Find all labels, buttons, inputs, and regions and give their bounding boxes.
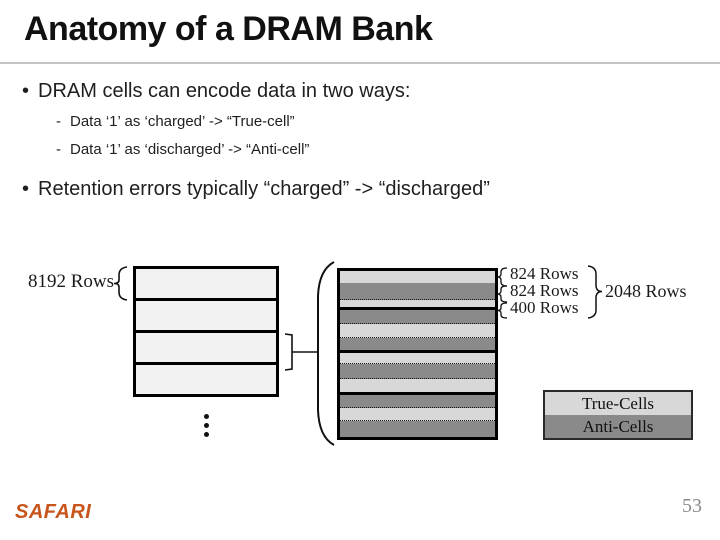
true-cell-stripe: [340, 300, 495, 310]
subbullet-text: Data ‘1’ as ‘charged’ -> “True-cell”: [70, 113, 295, 130]
anti-cell-stripe: [340, 364, 495, 379]
true-cell-stripe: [340, 353, 495, 364]
brace-8192-rows: [113, 266, 128, 301]
slide-page-number: 53: [682, 495, 702, 517]
group-rowcount-label: 2048 Rows: [605, 281, 687, 301]
bracket-row3: [284, 333, 293, 371]
segment-row-labels: 824 Rows 824 Rows 400 Rows: [510, 265, 578, 316]
page-title: Anatomy of a DRAM Bank: [24, 10, 433, 48]
left-bank-rowcount-label: 8192 Rows: [28, 271, 115, 292]
title-divider: [0, 62, 720, 64]
brace-seg2: [496, 285, 508, 303]
bullet-text: Retention errors typically “charged” -> …: [38, 178, 490, 200]
segment-label-400: 400 Rows: [510, 298, 579, 317]
true-cell-stripe: [340, 324, 495, 338]
subbullet-text: Data ‘1’ as ‘discharged’ -> “Anti-cell”: [70, 141, 310, 158]
subbullet-true-cell: - Data ‘1’ as ‘charged’ -> “True-cell”: [56, 112, 656, 132]
true-cell-stripe: [340, 379, 495, 395]
bullet-marker: •: [22, 80, 30, 102]
vertical-ellipsis: [204, 414, 209, 437]
bullet-encode-ways: • DRAM cells can encode data in two ways…: [22, 79, 682, 104]
subbullet-anti-cell: - Data ‘1’ as ‘discharged’ -> “Anti-cell…: [56, 140, 656, 160]
brace-2048-rows: [587, 265, 603, 319]
subbullet-marker: -: [56, 141, 61, 158]
anti-cell-stripe: [340, 283, 495, 300]
true-cell-stripe: [340, 408, 495, 421]
anti-cell-stripe: [340, 395, 495, 408]
bullet-text: DRAM cells can encode data in two ways:: [38, 80, 411, 102]
brace-seg1: [496, 267, 508, 287]
anti-cell-stripe: [340, 338, 495, 353]
legend-anti-cells: Anti-Cells: [545, 415, 691, 438]
zoomed-row-block-diagram: [337, 268, 498, 440]
brace-seg3: [496, 302, 508, 319]
anti-cell-stripe: [340, 310, 495, 324]
bank-row-block: [133, 298, 279, 333]
bullet-marker: •: [22, 178, 30, 200]
safari-logo: SAFARI: [15, 501, 92, 523]
bank-row-block: [133, 362, 279, 397]
true-cell-stripe: [340, 271, 495, 283]
bank-row-block: [133, 330, 279, 365]
subbullet-marker: -: [56, 113, 61, 130]
segment-label-824-true: 824 Rows: [510, 264, 579, 283]
bank-row-block: [133, 266, 279, 301]
cell-type-legend: True-Cells Anti-Cells: [543, 390, 693, 440]
segment-label-824-anti: 824 Rows: [510, 281, 579, 300]
legend-true-cells: True-Cells: [545, 392, 691, 415]
bullet-retention-errors: • Retention errors typically “charged” -…: [22, 177, 702, 202]
anti-cell-stripe: [340, 421, 495, 437]
dram-bank-diagram: [133, 266, 279, 397]
zoom-view-paren: [317, 261, 335, 446]
